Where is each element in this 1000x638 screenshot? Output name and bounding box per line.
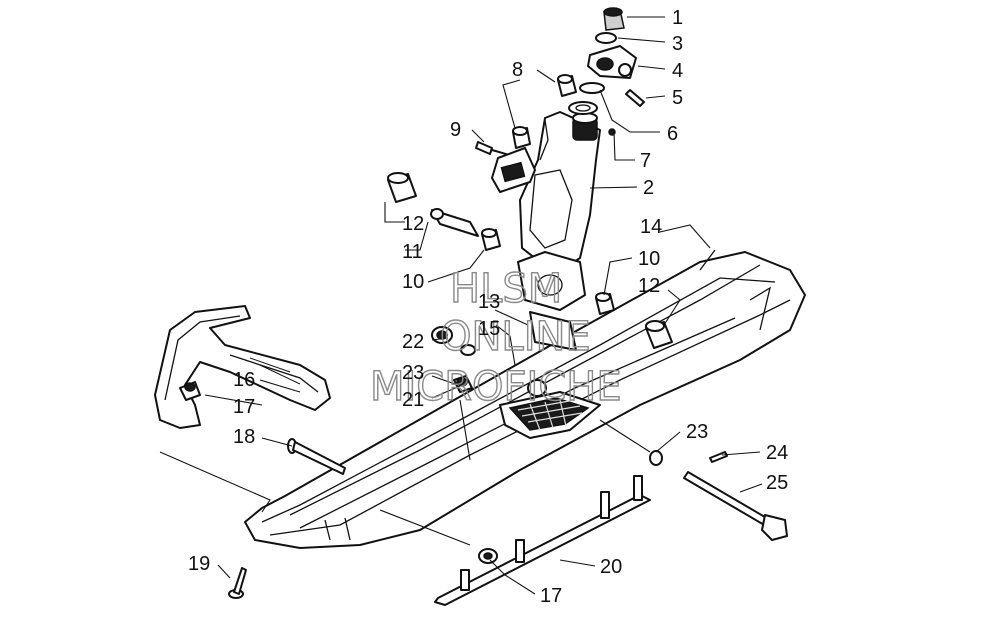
callout-16: 16	[233, 369, 255, 391]
leader-lines	[159, 16, 763, 595]
bushings-right	[595, 292, 673, 349]
callout-20: 20	[600, 556, 622, 578]
spindle-cap-parts	[568, 7, 645, 136]
spindle	[517, 111, 601, 311]
callout-25: 25	[766, 472, 788, 494]
callout-19: 19	[188, 553, 210, 575]
callout-23-left: 23	[402, 362, 424, 384]
callout-18: 18	[233, 426, 255, 448]
bolt-18	[287, 438, 346, 475]
watermark-line1: HLSM	[450, 266, 562, 312]
callout-labels: 1 3 4 5 6 7 8 9 2 12 11 10 14 10 12 13 1…	[188, 7, 788, 607]
spindle-bolt-set	[649, 450, 788, 541]
callout-1: 1	[672, 7, 683, 29]
watermark-line3: MICROFICHE	[370, 364, 622, 410]
callout-12-left: 12	[402, 213, 424, 235]
watermark: HLSM ONLINE MICROFICHE	[369, 265, 622, 410]
callout-14: 14	[640, 216, 662, 238]
callout-5: 5	[672, 87, 683, 109]
callout-22: 22	[402, 331, 424, 353]
callout-3: 3	[672, 33, 683, 55]
callout-10-right: 10	[638, 248, 660, 270]
ski-loop-handle	[154, 305, 331, 429]
bolt-19	[228, 567, 247, 599]
callout-21: 21	[402, 389, 424, 411]
callout-12-right: 12	[638, 275, 660, 297]
callout-9: 9	[450, 119, 461, 141]
callout-24: 24	[766, 442, 788, 464]
bushings-top	[512, 74, 577, 149]
callout-2: 2	[643, 177, 654, 199]
nut-17-lower-hole	[483, 552, 493, 560]
callout-17-lower: 17	[540, 585, 562, 607]
callout-7: 7	[640, 150, 651, 172]
callout-11: 11	[402, 241, 423, 263]
callout-15: 15	[478, 318, 500, 340]
bolt-9	[475, 141, 536, 193]
wear-bar	[434, 475, 651, 606]
spindle-plate	[529, 311, 577, 351]
callout-4: 4	[672, 60, 683, 82]
bushings-left	[387, 172, 501, 251]
callout-13: 13	[478, 291, 500, 313]
callout-6: 6	[667, 123, 678, 145]
ski-saddle	[499, 391, 601, 439]
callout-23-right: 23	[686, 421, 708, 443]
watermark-line2: ONLINE	[440, 314, 591, 360]
callout-10-left: 10	[402, 271, 424, 293]
callout-8: 8	[512, 59, 523, 81]
callout-17-upper: 17	[233, 396, 255, 418]
